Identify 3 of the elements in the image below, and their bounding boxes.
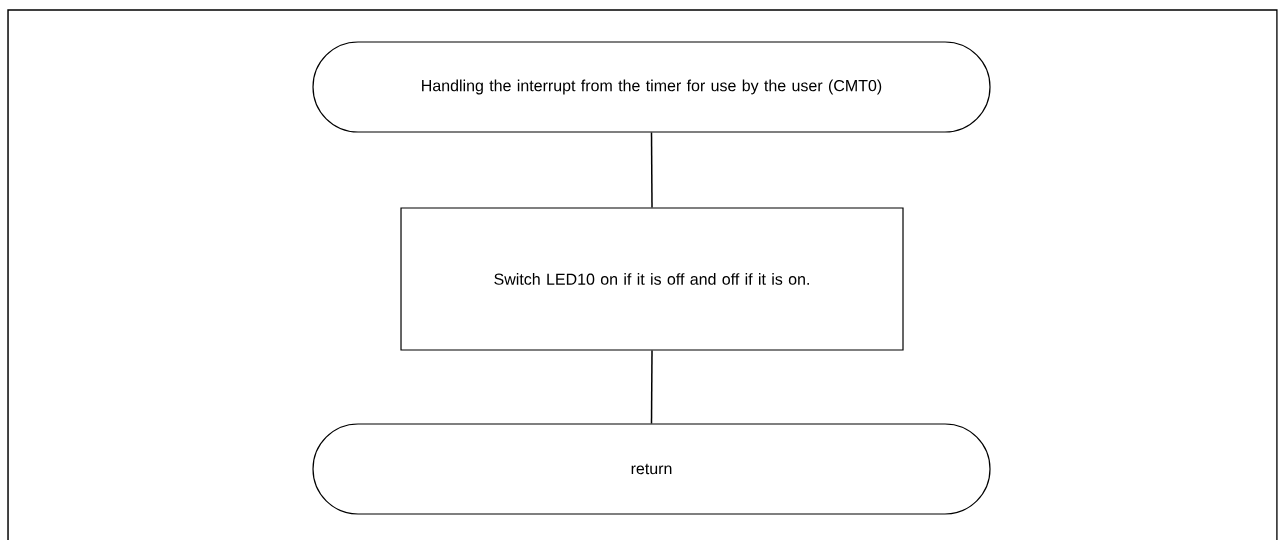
- connector-line: [650, 131, 653, 209]
- process-box: Switch LED10 on if it is off and off if it is on.: [400, 207, 904, 351]
- connector-line: [650, 349, 653, 425]
